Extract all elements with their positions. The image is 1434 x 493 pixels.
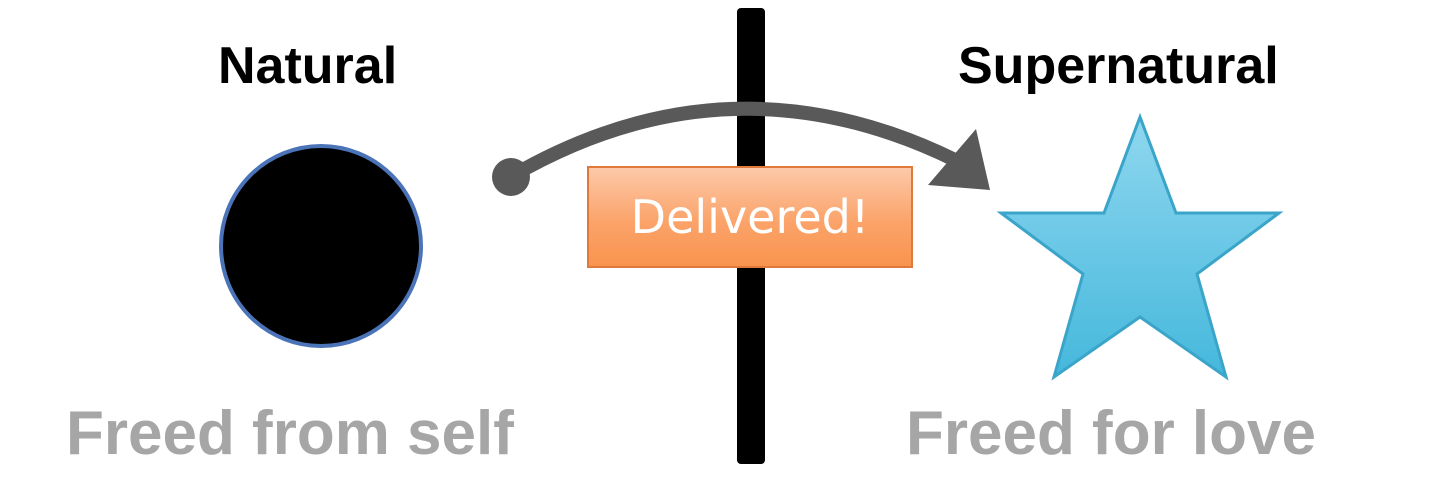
delivered-banner: Delivered! bbox=[587, 166, 913, 268]
freed-from-self-caption: Freed from self bbox=[66, 399, 514, 468]
delivered-label: Delivered! bbox=[630, 190, 870, 244]
arrow-tail-dot bbox=[492, 158, 530, 196]
supernatural-heading: Supernatural bbox=[958, 37, 1279, 95]
natural-heading: Natural bbox=[218, 37, 398, 95]
curved-arrow-line bbox=[505, 101, 962, 183]
circle-icon bbox=[219, 144, 423, 348]
arrow-head bbox=[928, 129, 990, 190]
star-icon bbox=[996, 112, 1284, 381]
freed-for-love-caption: Freed for love bbox=[906, 399, 1316, 468]
